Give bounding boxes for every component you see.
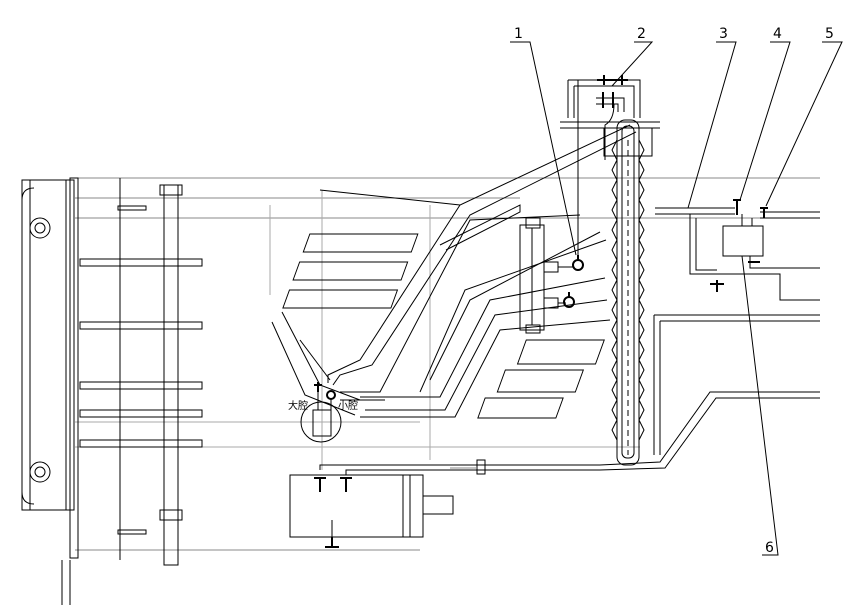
upper-pin-circle <box>29 217 51 239</box>
small-cavity-label: 小腔 <box>338 399 358 412</box>
inline-filter <box>476 459 486 475</box>
callout-4: 4 <box>773 26 782 42</box>
pump-motor-unit <box>289 474 454 548</box>
manifold-block <box>722 225 764 257</box>
left-frame-column <box>21 177 79 605</box>
hydraulic-cylinder <box>519 80 584 334</box>
callout-2: 2 <box>637 26 646 42</box>
callout-5: 5 <box>825 26 834 42</box>
lower-pin-circle <box>29 461 51 483</box>
callout-1: 1 <box>514 26 523 42</box>
callout-3: 3 <box>719 26 728 42</box>
callout-6: 6 <box>765 540 774 556</box>
machine-frame-lines <box>75 177 820 551</box>
directional-valve-detail <box>300 382 342 443</box>
vertical-chain-conveyor <box>560 119 660 466</box>
cylinder-port-valve-upper <box>572 259 584 271</box>
top-pipework <box>567 75 641 160</box>
callout-leaders <box>510 41 843 556</box>
return-lines <box>319 391 820 475</box>
right-manifold <box>653 199 820 455</box>
posts-and-arms <box>79 178 203 566</box>
left-chevron-plates <box>271 233 419 416</box>
large-cavity-label: 大腔 <box>288 399 308 412</box>
hydraulic-lines <box>319 124 637 401</box>
